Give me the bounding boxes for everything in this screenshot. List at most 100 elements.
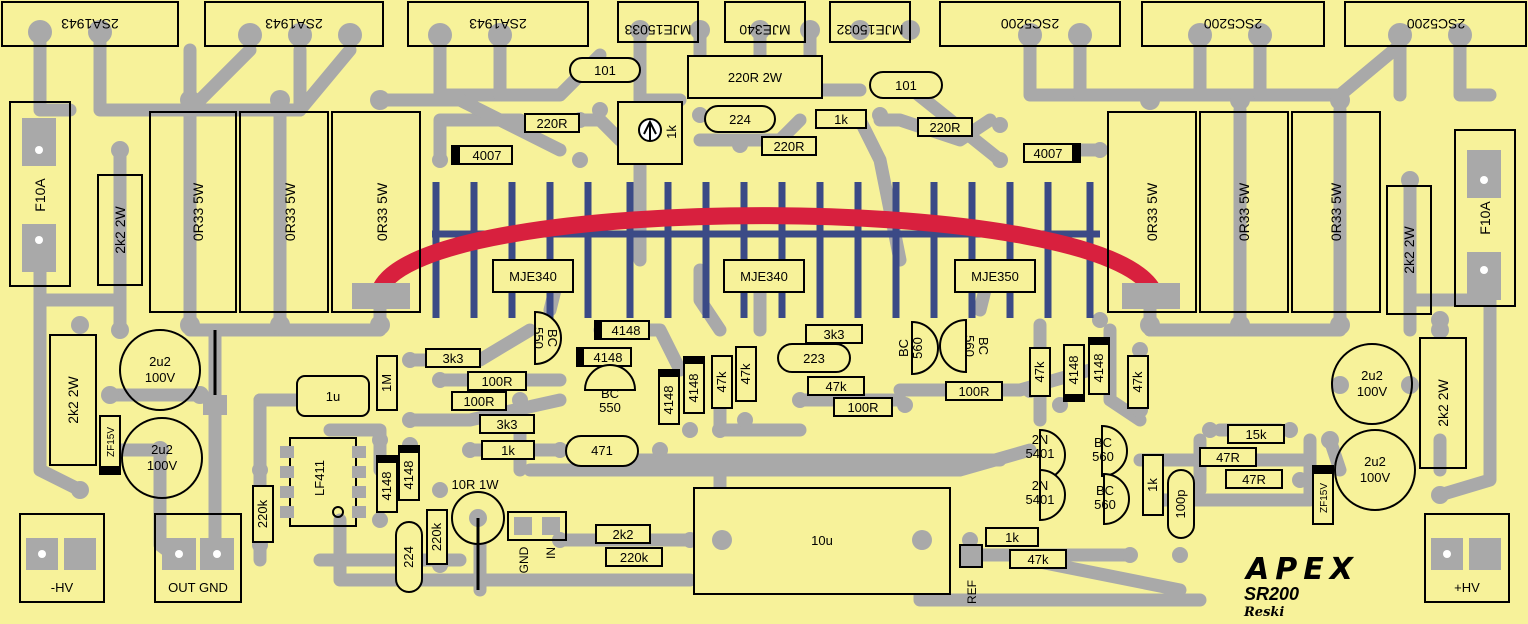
ref-label: REF [965,580,979,604]
cap-rail-left-2-voltage: 100V [147,458,178,473]
ic-pin-3 [280,486,294,498]
terminal-gnd-hole [213,550,221,558]
resistor-1k-ref-outline [985,527,1039,547]
diode-4148-8-label: 4148 [401,461,416,490]
ref-pad[interactable] [959,544,983,568]
q-outline-right-2 [1141,1,1325,47]
resistor-1k-v-outline [1142,454,1164,516]
resistor-47k-b-label: 47k [714,371,729,392]
diode-4148-2-band [577,348,584,366]
fuse-right-label: F10A [1477,201,1493,235]
ic-pin-1 [280,446,294,458]
transistor-bc560-b-label: BC560 [962,335,991,357]
cap-rail-left-2-value: 2u2 [151,442,173,457]
brand-author: Reski [1243,605,1284,620]
ic-pin-5 [352,446,366,458]
terminal-out-gnd-outline [154,513,242,603]
terminal-minus-hv-hole-1 [38,550,46,558]
resistor-3k3-a-label: 3k3 [443,351,464,366]
diode-4148-3-label: 4148 [661,386,676,415]
cap-471-outline [565,435,639,467]
ic-lf411-label: LF411 [312,460,327,496]
resistor-220r-b-label: 220R [773,139,804,154]
rail-resistor-label-2: 2k2 2W [65,375,81,423]
resistor-220k-b-label: 220k [429,522,444,551]
resistor-2k2-label: 2k2 [613,527,634,542]
terminal-plus-hv-pad-2[interactable] [1469,538,1501,570]
fuse-right-clip-top [1467,150,1501,198]
zener-right-label: ZF15V [1319,483,1330,513]
cap-471-label: 471 [591,443,613,458]
q-outline-right-3 [1344,1,1527,47]
emitter-resistor-outline-6 [1291,111,1381,313]
resistor-15k-label: 15k [1246,427,1267,442]
terminal-minus-hv-pad-2[interactable] [64,538,96,570]
resistor-10r-1w-label: 10R 1W [452,477,500,492]
resistor-100r-d-outline [945,381,1003,401]
cap-224-top-label: 224 [729,112,751,127]
resistor-220r-a-outline [524,113,580,133]
fuse-right-outline [1454,129,1516,307]
resistor-220k-a-label: 220k [255,499,270,528]
hs-transistor-3-outline [954,259,1036,293]
input-pad-in[interactable] [542,517,560,535]
fuse-left-clip-top [22,118,56,166]
cap-rail-right-1-outline [1331,343,1413,425]
ic-lf411-outline [289,437,357,527]
resistor-100r-a-label: 100R [481,374,512,389]
cap-rail-left-1-value: 2u2 [149,354,171,369]
resistor-3k3-a-outline [425,348,481,368]
emitter-resistor-label-2: 0R33 5W [282,182,298,241]
cap-rail-right-1-value: 2u2 [1361,368,1383,383]
emitter-resistor-outline-4 [1107,111,1197,313]
cap-rail-right-2-voltage: 100V [1360,470,1391,485]
q-outline-left-1 [1,1,179,47]
terminal-out-gnd-label: OUT GND [168,580,228,595]
trimmer-outline [617,101,683,165]
rail-resistor-outline-1 [97,174,143,286]
transistor-bc550-a-label: BC550 [531,327,560,349]
resistor-1k-mid-outline [481,440,535,460]
cap-1u-label: 1u [326,389,340,404]
q-drv-1-label: MJE15033 [624,22,691,38]
diode-4148-6-band [1089,338,1109,345]
resistor-2k2-outline [595,524,651,544]
resistor-1m-outline [376,355,398,411]
resistor-100r-c-outline [833,397,893,417]
transistor-bc550-b-outline [583,364,637,391]
transistor-bc560-a-outline [911,320,939,376]
diode-4148-7-label: 4148 [379,472,394,501]
resistor-100r-a-outline [467,371,527,391]
input-connector-outline [507,511,567,541]
zener-left-band [100,466,120,474]
fuse-right-hole-1 [1480,176,1488,184]
brand-logo: APEX [1244,552,1359,587]
cap-100p-outline [1167,469,1195,539]
input-in-label: IN [544,547,558,559]
diode-4148-6-label: 4148 [1091,354,1106,383]
emitter-resistor-label-3: 0R33 5W [374,182,390,241]
resistor-3k3-c-label: 3k3 [824,327,845,342]
terminal-plus-hv-hole-1 [1443,550,1451,558]
resistor-47k-e-label: 47k [1130,371,1145,392]
diode-4007-a-label: 4007 [473,148,502,163]
diode-4148-3-band [659,370,679,377]
fuse-left-clip-bottom [22,224,56,272]
q-outline-drv-2 [724,1,806,43]
rail-resistor-outline-4 [1419,337,1467,469]
q-drv-2-label: MJE340 [739,22,791,38]
emitter-resistor-label-6: 0R33 5W [1328,182,1344,241]
terminal-plus-hv-outline [1424,513,1510,603]
transistor-bc560-d-outline [1103,472,1130,526]
thermal-wire [371,207,1164,304]
resistor-1k-v-label: 1k [1145,478,1160,492]
resistor-220r-a-label: 220R [536,116,567,131]
cap-101-b-label: 101 [895,78,917,93]
cap-rail-left-1-outline [119,329,201,411]
resistor-47k-f-outline [1009,549,1067,569]
input-pad-gnd[interactable] [514,517,532,535]
emitter-resistor-outline-1 [149,111,237,313]
resistor-47r-a-outline [1199,447,1257,467]
